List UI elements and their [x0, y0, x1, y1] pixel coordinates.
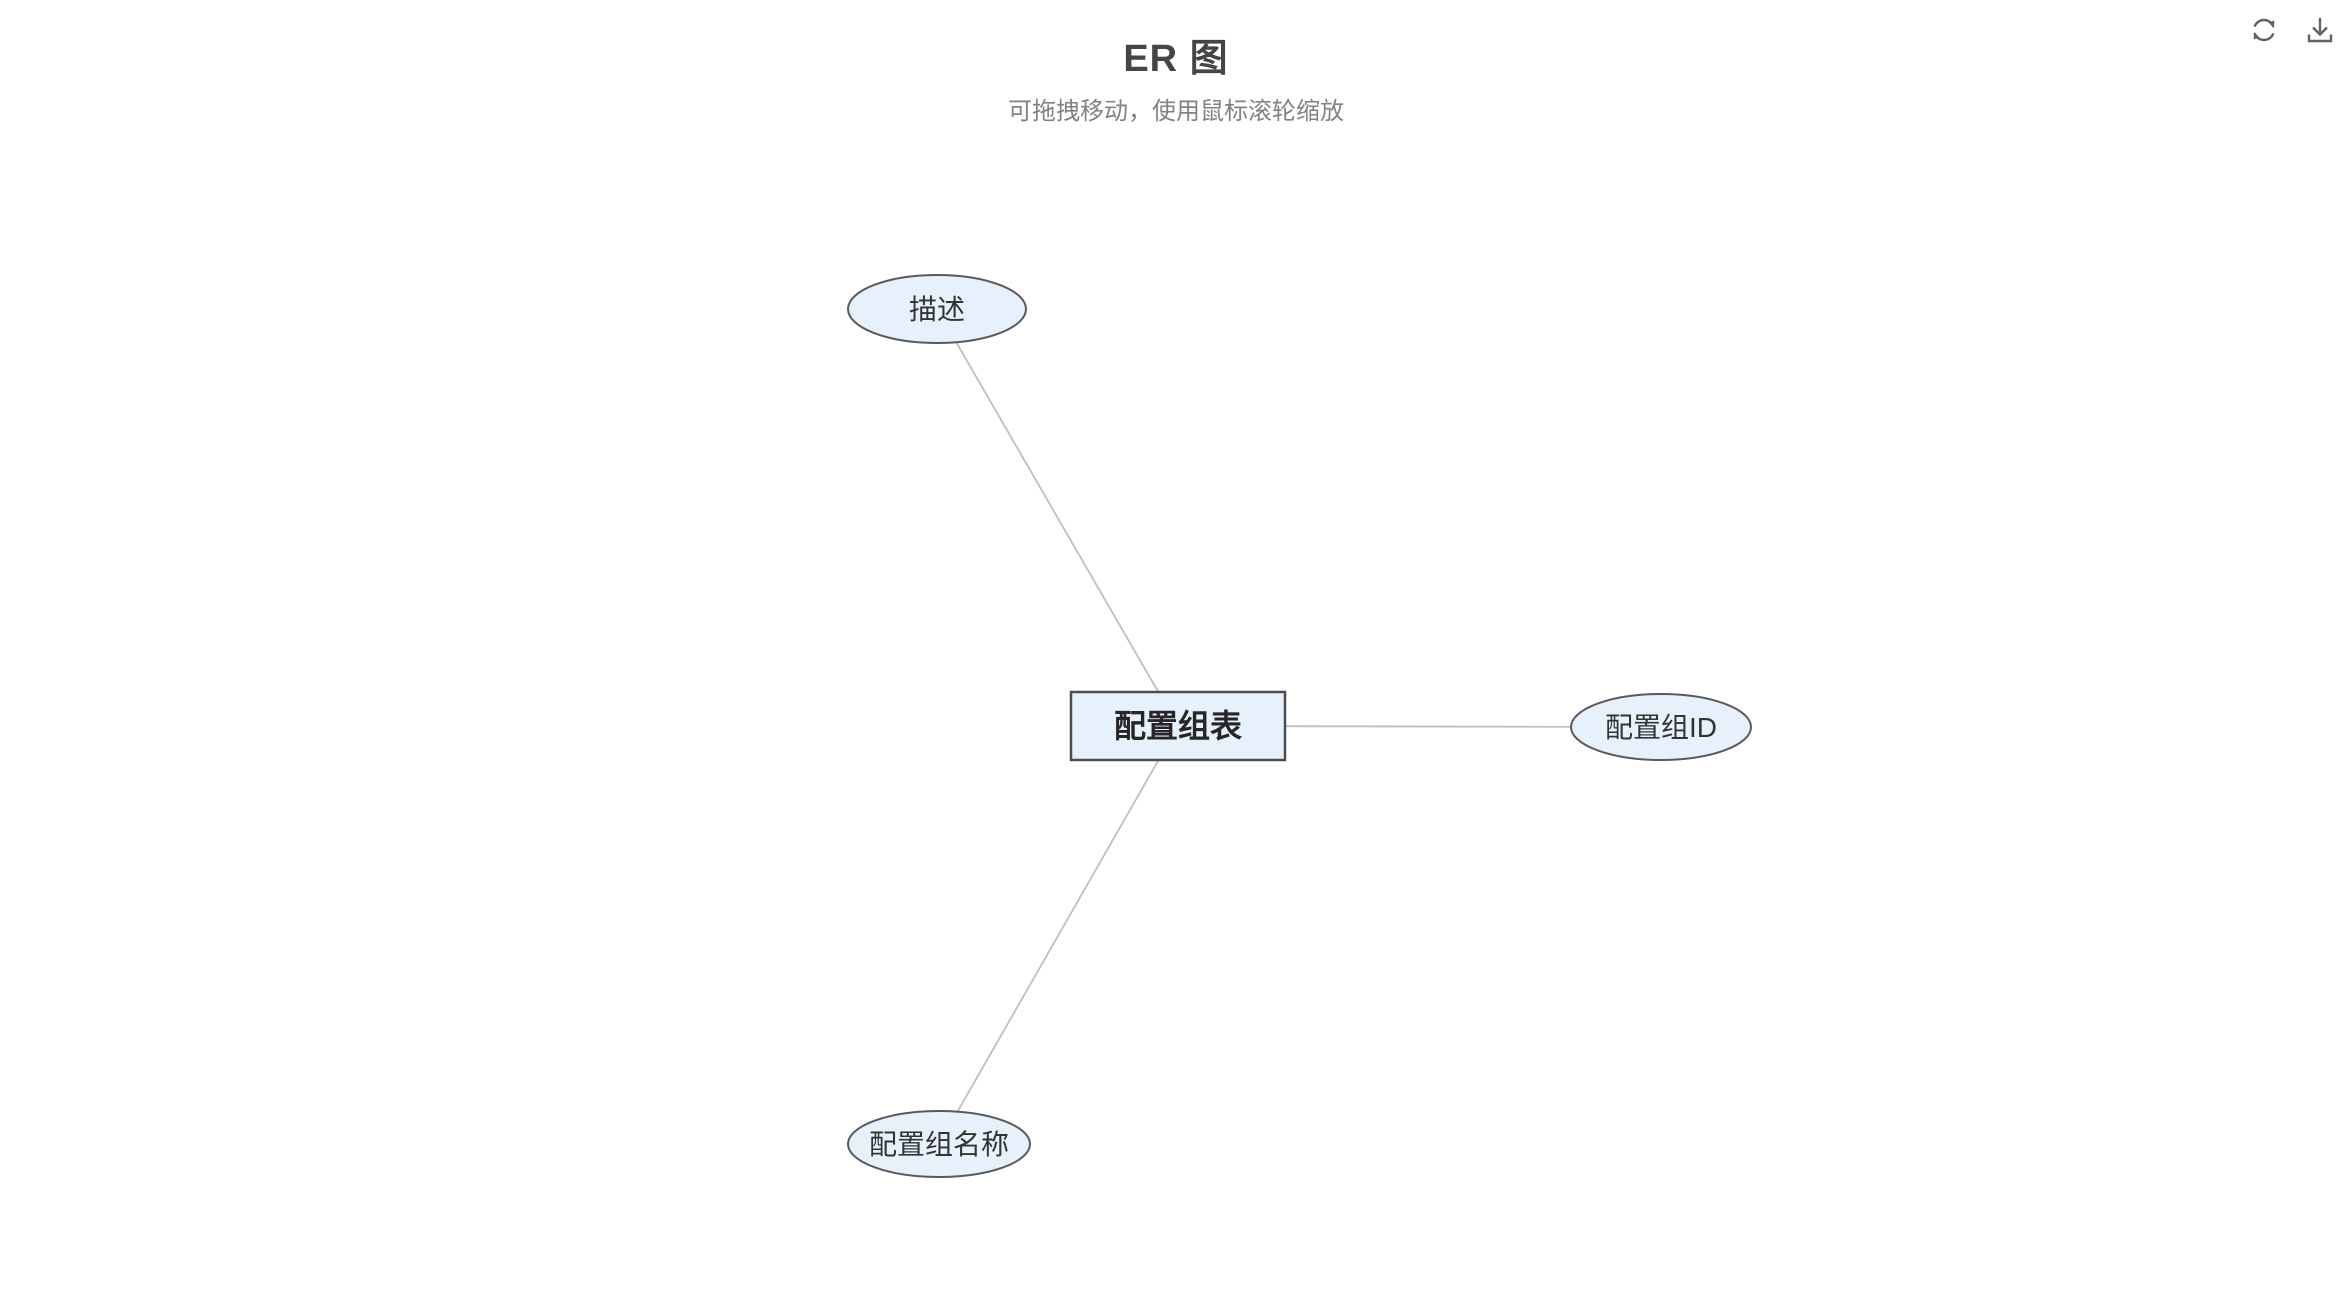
edge-entity-group-name	[938, 725, 1179, 1145]
attribute-ellipse	[847, 274, 1027, 344]
toolbar	[2246, 12, 2338, 48]
attribute-node-group-id[interactable]: 配置组ID	[1570, 693, 1752, 761]
edge-entity-description	[936, 308, 1179, 727]
attribute-node-description[interactable]: 描述	[847, 274, 1027, 344]
entity-node-config-group-table[interactable]: 配置组表	[1069, 690, 1287, 762]
refresh-button[interactable]	[2246, 12, 2282, 48]
attribute-label: 配置组ID	[1605, 712, 1717, 743]
attribute-ellipse	[847, 1110, 1031, 1178]
entity-rect	[1069, 690, 1287, 762]
attribute-label: 配置组名称	[869, 1129, 1009, 1160]
download-icon	[2303, 13, 2337, 47]
refresh-icon	[2247, 13, 2281, 47]
download-button[interactable]	[2302, 12, 2338, 48]
attribute-label: 描述	[909, 294, 965, 325]
attribute-node-group-name[interactable]: 配置组名称	[847, 1110, 1031, 1178]
edges-layer	[936, 308, 1662, 1145]
attribute-ellipse	[1570, 693, 1752, 761]
entity-label: 配置组表	[1114, 708, 1242, 744]
